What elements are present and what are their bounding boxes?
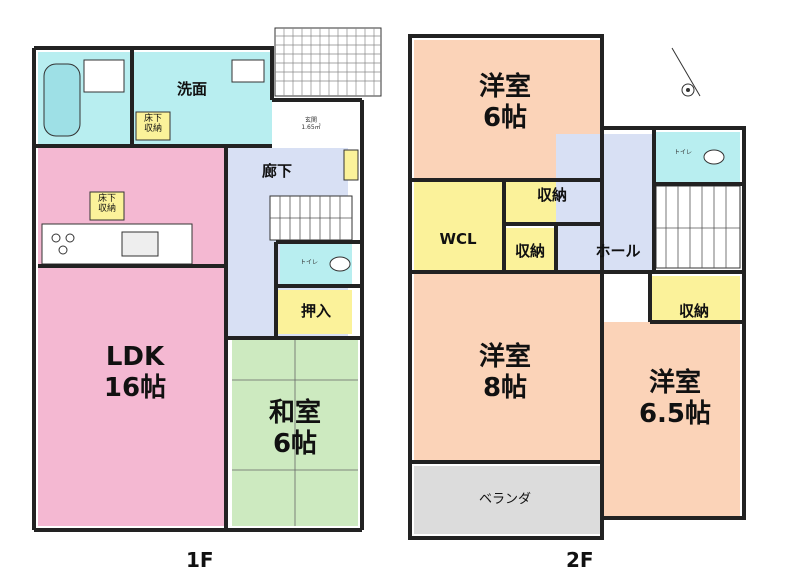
floor2-title: 2F bbox=[566, 548, 594, 572]
ldk-room bbox=[38, 148, 224, 526]
underfloor-wash-label: 床下 収納 bbox=[137, 114, 169, 135]
washitsu-name: 和室 bbox=[268, 398, 321, 428]
room1-2f-label: 洋室 6帖 bbox=[460, 72, 550, 134]
washroom-label: 洗面 bbox=[176, 80, 207, 98]
entrance-area bbox=[278, 100, 348, 148]
underfloor-kitchen-line1: 床下 bbox=[97, 194, 116, 204]
underfloor-kitchen-line2: 収納 bbox=[97, 203, 116, 214]
walls-2f bbox=[408, 34, 746, 540]
room2-2f-label: 洋室 8帖 bbox=[460, 342, 550, 404]
kitchen-counter bbox=[41, 223, 193, 265]
closet-1f-label: 押入 bbox=[300, 302, 331, 320]
room3-2f-label: 洋室 6.5帖 bbox=[625, 368, 725, 430]
closet-1f bbox=[276, 290, 352, 334]
washitsu-label: 和室 6帖 bbox=[250, 398, 340, 460]
balcony-label: ベランダ bbox=[478, 492, 531, 507]
sink-shape bbox=[231, 59, 265, 83]
room3-2f bbox=[604, 322, 740, 516]
room3-2f-name: 洋室 bbox=[648, 368, 701, 398]
walls-1f bbox=[32, 46, 364, 532]
yellow-strip-1f bbox=[343, 149, 359, 181]
room2-2f bbox=[414, 274, 600, 460]
entrance-label: 玄関 1.65㎡ bbox=[296, 117, 326, 131]
toilet-1f-label: トイレ bbox=[299, 259, 318, 266]
stair-2f bbox=[655, 185, 741, 269]
underfloor-wash-line1: 床下 bbox=[143, 114, 162, 124]
room1-2f-size: 6帖 bbox=[482, 103, 528, 134]
washitsu-size: 6帖 bbox=[272, 429, 318, 460]
room1-2f-name: 洋室 bbox=[478, 72, 531, 102]
storage3-2f-label: 収納 bbox=[678, 302, 709, 320]
storage2-2f-label: 収納 bbox=[514, 242, 545, 260]
storage1-2f-label: 収納 bbox=[536, 186, 567, 204]
underfloor-kitchen-box bbox=[89, 191, 125, 221]
bathtub-shape bbox=[43, 63, 81, 137]
hall-2f-label: ホール bbox=[595, 242, 641, 260]
room2-2f-name: 洋室 bbox=[478, 342, 531, 372]
north-arrow-icon bbox=[671, 47, 701, 97]
wcl-label: WCL bbox=[439, 230, 477, 248]
storage2-2f bbox=[506, 228, 554, 270]
washer-shape bbox=[83, 59, 125, 93]
entrance-line2: 1.65㎡ bbox=[301, 123, 321, 131]
terrace-grid bbox=[274, 27, 382, 97]
storage3-2f bbox=[650, 276, 740, 320]
wcl-2f bbox=[414, 182, 502, 270]
entrance-line1: 玄関 bbox=[304, 117, 317, 124]
underfloor-kitchen-label: 床下 収納 bbox=[91, 194, 123, 215]
toilet-2f-label: トイレ bbox=[673, 149, 692, 156]
room2-2f-size: 8帖 bbox=[482, 373, 528, 404]
hallway-label: 廊下 bbox=[261, 162, 292, 180]
balcony-2f bbox=[414, 466, 600, 534]
hall-2f bbox=[556, 134, 654, 270]
ldk-label: LDK 16帖 bbox=[90, 342, 180, 404]
underfloor-wash-line2: 収納 bbox=[143, 123, 162, 134]
toilet-2f bbox=[656, 132, 740, 182]
underfloor-wash-box bbox=[135, 111, 171, 141]
floor1-title: 1F bbox=[186, 548, 214, 572]
ldk-name: LDK bbox=[105, 342, 165, 372]
room3-2f-size: 6.5帖 bbox=[638, 399, 712, 430]
ldk-size: 16帖 bbox=[103, 373, 167, 404]
